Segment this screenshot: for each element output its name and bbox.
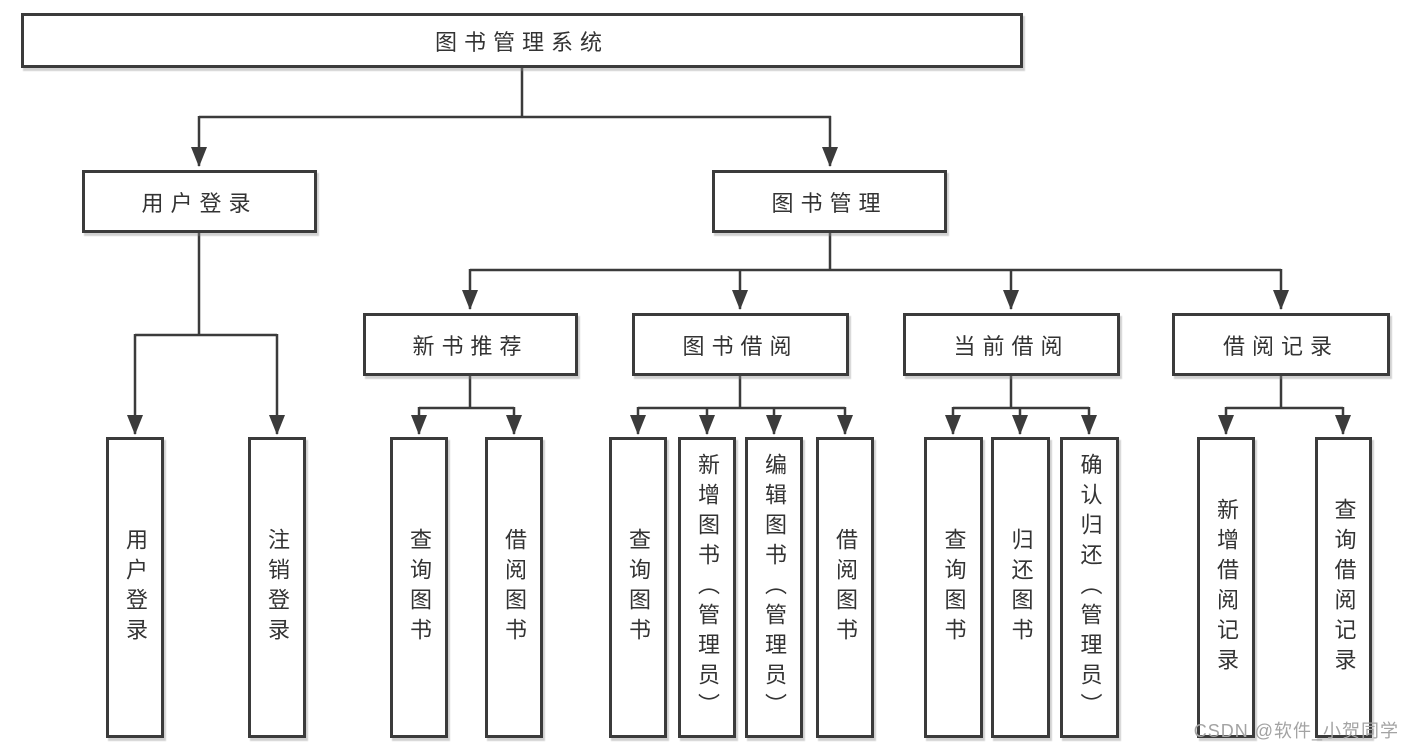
node-label: 新增图书（管理员） (695, 452, 720, 723)
node-new-book-recommend: 新书推荐 (363, 313, 578, 376)
leaf-borrow-books-1: 借阅图书 (485, 437, 543, 738)
node-root: 图书管理系统 (21, 13, 1023, 68)
leaf-edit-books-admin: 编辑图书（管理员） (745, 437, 803, 738)
node-label: 借阅记录 (1222, 333, 1339, 359)
watermark: CSDN @软件_小贺同学 (1193, 721, 1399, 741)
leaf-return-books: 归还图书 (991, 437, 1050, 738)
node-label: 确认归还（管理员） (1077, 452, 1103, 723)
node-borrow-records: 借阅记录 (1172, 313, 1390, 376)
node-label: 当前借阅 (953, 333, 1070, 359)
node-label: 借阅图书 (502, 527, 527, 648)
node-label: 新书推荐 (412, 333, 529, 359)
leaf-add-books-admin: 新增图书（管理员） (678, 437, 736, 738)
node-current-borrow: 当前借阅 (903, 313, 1120, 376)
leaf-logout: 注销登录 (248, 437, 306, 738)
node-label: 用户登录 (123, 527, 148, 648)
leaf-query-books-2: 查询图书 (609, 437, 667, 738)
node-label: 查询图书 (626, 527, 651, 648)
node-label: 用户登录 (141, 190, 258, 216)
leaf-user-login: 用户登录 (106, 437, 164, 738)
node-label: 编辑图书（管理员） (762, 452, 787, 723)
node-label: 借阅图书 (833, 527, 858, 648)
node-label: 图书管理系统 (434, 29, 609, 55)
leaf-query-books-3: 查询图书 (924, 437, 983, 738)
node-book-management: 图书管理 (712, 170, 947, 233)
node-label: 查询图书 (941, 527, 967, 648)
node-label: 新增借阅记录 (1214, 497, 1239, 678)
node-label: 图书管理 (771, 190, 888, 216)
leaf-borrow-books-2: 借阅图书 (816, 437, 874, 738)
leaf-confirm-return-admin: 确认归还（管理员） (1060, 437, 1119, 738)
node-user-login: 用户登录 (82, 170, 317, 233)
node-label: 注销登录 (265, 527, 290, 648)
leaf-add-borrow-record: 新增借阅记录 (1197, 437, 1255, 738)
node-label: 归还图书 (1008, 527, 1034, 648)
node-label: 查询借阅记录 (1331, 497, 1357, 678)
node-label: 查询图书 (407, 527, 432, 648)
node-label: 图书借阅 (682, 333, 799, 359)
leaf-query-books-1: 查询图书 (390, 437, 448, 738)
node-book-borrow: 图书借阅 (632, 313, 849, 376)
leaf-query-borrow-record: 查询借阅记录 (1315, 437, 1372, 738)
